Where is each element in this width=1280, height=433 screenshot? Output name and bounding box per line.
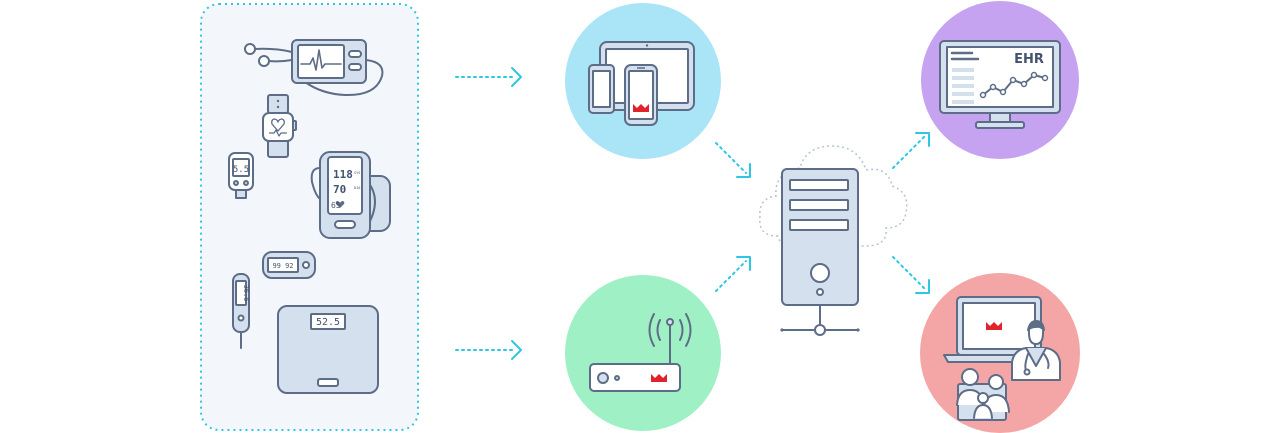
blood-pressure-monitor-icon xyxy=(310,151,391,239)
brand-logo-icon xyxy=(986,322,1002,330)
bp-pulse: 65 xyxy=(331,201,341,210)
thermometer-reading: 36.6 xyxy=(242,285,250,302)
doctor-icon xyxy=(1011,320,1061,381)
smartwatch-icon xyxy=(262,94,297,158)
arrow-server-to-doctor xyxy=(892,256,930,294)
bp-diastolic: 70 xyxy=(333,183,346,196)
glucometer-icon xyxy=(228,152,254,199)
bp-systolic-unit: SYS xyxy=(354,171,360,175)
ecg-monitor-icon xyxy=(244,39,384,97)
ehr-label: EHR xyxy=(1014,52,1044,67)
ehr-chart-points xyxy=(979,71,1049,99)
arrow-devices-to-mobile xyxy=(455,67,522,87)
arrow-mobile-to-server xyxy=(715,142,751,178)
smartphone-icon xyxy=(588,64,615,114)
bp-diastolic-unit: DIA xyxy=(354,186,361,190)
brand-logo-icon xyxy=(651,374,667,382)
oximeter-reading: 99 92 xyxy=(272,262,293,270)
arrow-gateway-to-server xyxy=(715,256,751,292)
thermometer-icon xyxy=(232,273,250,349)
brand-logo-icon xyxy=(633,104,649,112)
pulse-oximeter-icon xyxy=(262,251,316,279)
server-icon xyxy=(780,168,860,336)
bp-systolic: 118 xyxy=(333,168,353,181)
patient-icon xyxy=(956,368,1010,421)
weight-scale-icon xyxy=(277,305,379,394)
glucometer-reading: 5.5 xyxy=(233,165,249,175)
arrow-server-to-ehr xyxy=(892,132,930,169)
smartphone-app-icon xyxy=(624,64,658,126)
scale-reading: 52.5 xyxy=(316,317,340,328)
arrow-devices-to-gateway xyxy=(455,340,522,360)
router-icon xyxy=(589,313,692,392)
gateway-circle xyxy=(565,275,721,431)
